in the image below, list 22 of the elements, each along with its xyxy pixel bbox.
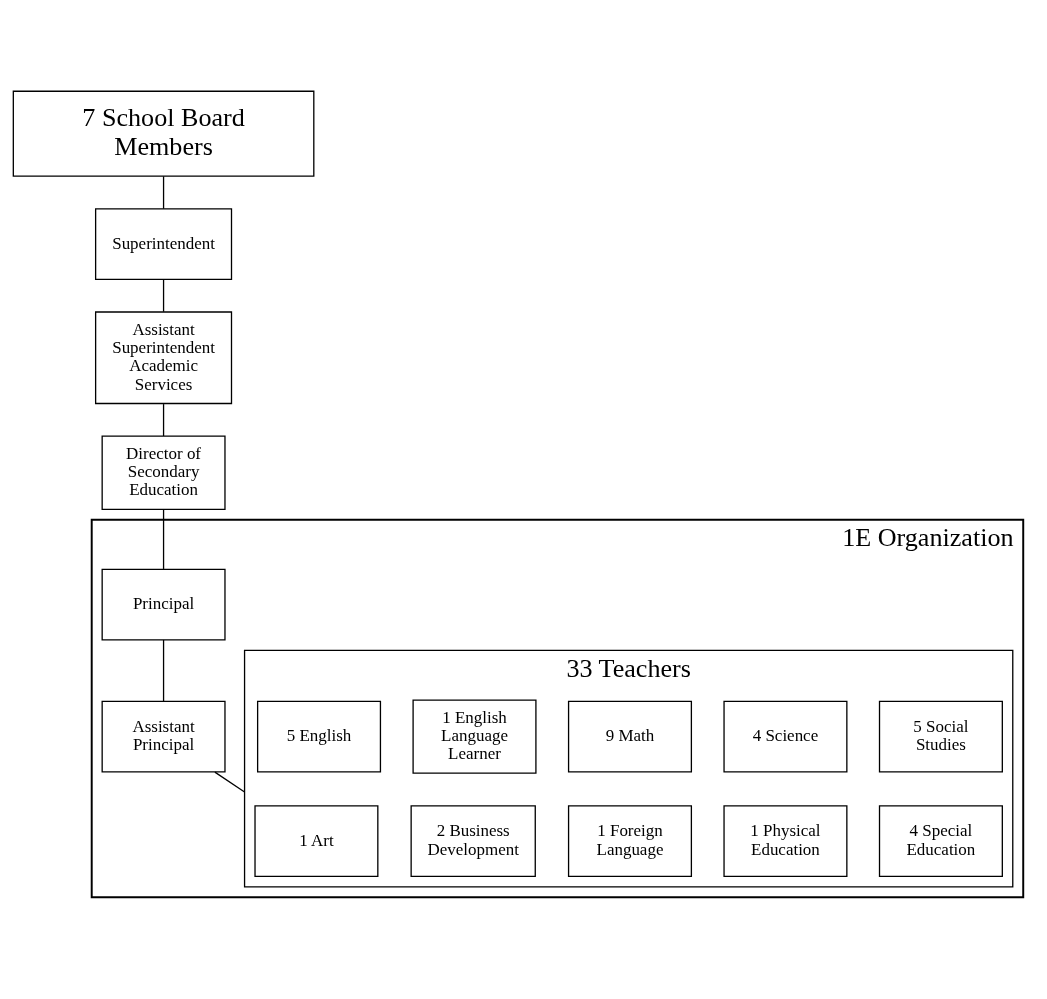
node-box: 2 Business Development — [410, 805, 536, 878]
connector — [162, 175, 165, 210]
node-box: Assistant Superintendent Academic Services — [94, 311, 233, 405]
node-box: 1 Art — [254, 805, 379, 878]
node-box: 1 Physical Education — [723, 805, 848, 878]
node-box: 4 Special Education — [878, 805, 1003, 878]
node-box: 5 Social Studies — [878, 700, 1003, 773]
node-box: 9 Math — [567, 700, 693, 773]
node-box: Assistant Principal — [101, 700, 226, 773]
connector — [214, 771, 246, 793]
node-box: Superintendent — [94, 208, 233, 280]
connector — [162, 508, 165, 570]
node-box: 1 English Language Learner — [412, 699, 537, 774]
connector — [162, 279, 165, 313]
node-box: 1 Foreign Language — [567, 805, 693, 878]
node-box: Director of Secondary Education — [101, 435, 226, 510]
node-box: Principal — [101, 568, 226, 641]
node-box: 7 School Board Members — [12, 90, 315, 177]
node-box: 4 Science — [723, 700, 848, 773]
connector — [162, 403, 165, 437]
connector — [162, 639, 165, 702]
node-box: 5 English — [256, 700, 382, 773]
